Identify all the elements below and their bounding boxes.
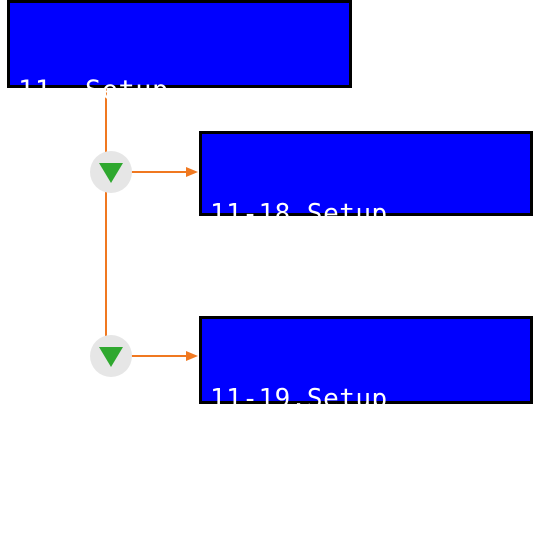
- branch-arrowhead-2: [186, 351, 198, 361]
- sub-item-code: 11-18.Setup: [210, 199, 388, 230]
- main-menu-title: 11. Setup: [18, 74, 169, 106]
- down-arrow-icon: [99, 163, 123, 183]
- flow-connectors: [90, 88, 198, 377]
- sub-item-code: 11-19.Setup: [210, 384, 388, 415]
- branch-arrowhead-1: [186, 167, 198, 177]
- down-button-2[interactable]: [90, 335, 132, 377]
- down-button-1[interactable]: [90, 151, 132, 193]
- lcd-sub-item-auto-close-tray: 11-19.Setup Auto Close Tray: [199, 316, 533, 506]
- sub-item-label: Auto Close Tray: [210, 476, 453, 507]
- down-arrow-icon: [99, 347, 123, 367]
- lcd-sub-item-full-erase: 11-18.Setup Full Erase: [199, 131, 533, 321]
- lcd-main-menu: 11. Setup: [7, 0, 352, 106]
